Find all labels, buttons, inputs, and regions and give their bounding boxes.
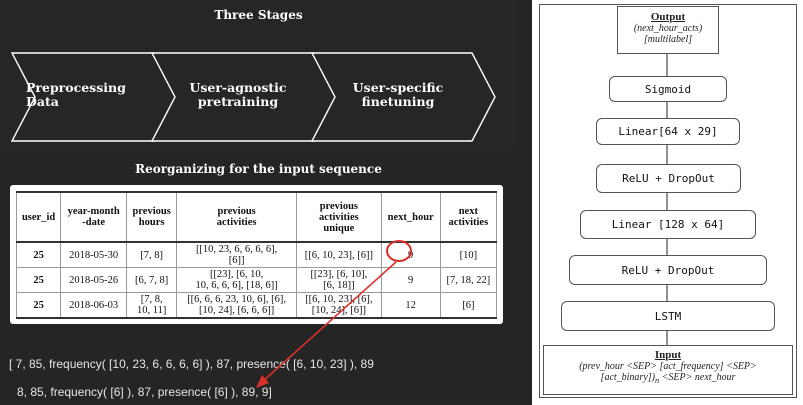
- sequence-line-2: 8, 85, frequency( [6] ), 87, presence( […: [17, 385, 272, 399]
- table-cell-previous-hours: [7, 8,10, 11]: [126, 292, 178, 319]
- table-cell-year-month-date: 2018-05-30: [60, 241, 128, 268]
- layer-lstm: LSTM: [561, 301, 775, 331]
- table-cell-previous-activities: [[10, 23, 6, 6, 6, 6],[6]]: [176, 241, 298, 268]
- layer-relu-dropout-1: ReLU + DropOut: [596, 164, 741, 193]
- table-cell-user-id: 25: [15, 292, 62, 319]
- output-title: Output: [650, 11, 686, 23]
- column-header-year-month-date: year-month-date: [60, 191, 128, 243]
- sequence-line-1: [ 7, 85, frequency( [10, 23, 6, 6, 6, 6]…: [9, 357, 374, 371]
- table-cell-user-id: 25: [15, 267, 62, 293]
- table-cell-next-activities: [10]: [439, 241, 498, 268]
- table-cell-next-activities: [7, 18, 22]: [439, 267, 498, 293]
- output-sub-2: [multilabel]: [643, 34, 693, 45]
- reorganizing-title: Reorganizing for the input sequence: [135, 162, 382, 176]
- column-header-user-id: user_id: [15, 191, 62, 243]
- input-sub-1: (prev_hour <SEP> [act_frequency] <SEP>: [579, 361, 757, 372]
- stage-chevron-finetuning: [310, 52, 496, 142]
- input-node: Input (prev_hour <SEP> [act_frequency] <…: [543, 345, 793, 395]
- table-cell-next-hour: 12: [380, 292, 441, 319]
- output-sub-1: (next_hour_acts): [633, 23, 703, 34]
- column-header-next-hour: next_hour: [380, 191, 441, 243]
- architecture-frame: [539, 4, 797, 398]
- stages-title: Three Stages: [214, 8, 303, 22]
- table-cell-next-hour: 9: [380, 267, 441, 293]
- table-cell-next-hour: 9: [380, 241, 441, 268]
- table-cell-previous-hours: [6, 7, 8]: [126, 267, 178, 293]
- table-cell-previous-activities-unique: [[6, 10, 23], [6]]: [296, 241, 382, 268]
- layer-relu-dropout-2: ReLU + DropOut: [569, 255, 767, 285]
- table-cell-previous-activities: [[6, 6, 6, 23, 10, 6], [6],[10, 24], [6,…: [176, 292, 298, 319]
- input-sub-2: [act_binary])n <SEP> next_hour: [600, 372, 736, 385]
- stages-chevrons: [10, 52, 496, 142]
- table-cell-previous-hours: [7, 8]: [126, 241, 178, 268]
- input-title: Input: [654, 349, 682, 361]
- output-node: Output (next_hour_acts) [multilabel]: [617, 6, 719, 54]
- layer-linear-64x29: Linear[64 x 29]: [596, 118, 740, 145]
- table-cell-year-month-date: 2018-05-26: [60, 267, 128, 293]
- table-cell-year-month-date: 2018-06-03: [60, 292, 128, 319]
- table-cell-user-id: 25: [15, 241, 62, 268]
- table-cell-previous-activities: [[23], [6, 10,10, 6, 6, 6], [18, 6]]: [176, 267, 298, 293]
- table-cell-next-activities: [6]: [439, 292, 498, 319]
- table-cell-previous-activities-unique: [[6, 10, 23], [6],[10, 24], [6]]: [296, 292, 382, 319]
- layer-linear-128x64: Linear [128 x 64]: [580, 210, 756, 239]
- table-cell-previous-activities-unique: [[23], [6, 10],[6, 18]]: [296, 267, 382, 293]
- layer-sigmoid: Sigmoid: [609, 76, 727, 102]
- architecture-connectors: [666, 54, 668, 345]
